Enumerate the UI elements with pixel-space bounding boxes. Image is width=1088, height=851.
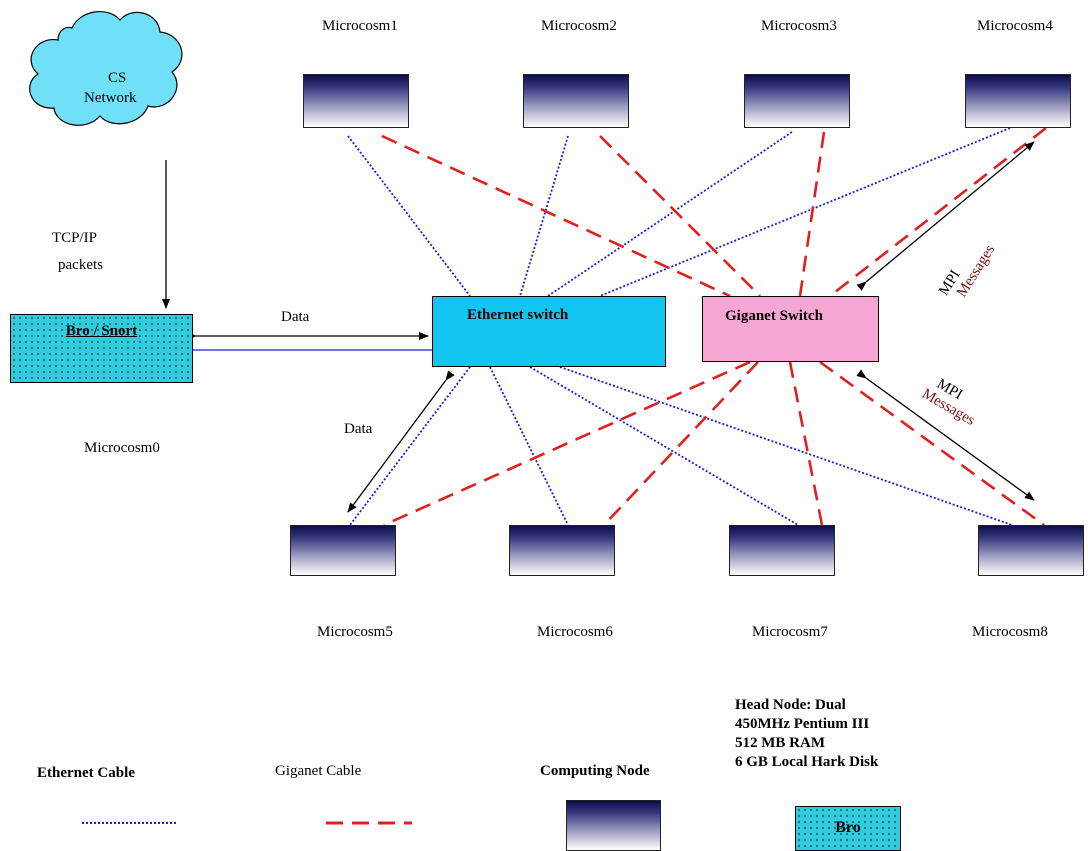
data-label-top: Data: [281, 309, 310, 325]
microcosm3-label: Microcosm3: [761, 18, 837, 34]
head-node-spec-line3: 512 MB RAM: [735, 735, 825, 751]
microcosm1-node: [303, 74, 409, 128]
head-node-spec-line1: Head Node: Dual: [735, 697, 846, 713]
data-label-bottom: Data: [344, 421, 373, 437]
head-node-spec-line2: 450MHz Pentium III: [735, 716, 870, 732]
bro-snort-box: Bro / Snort: [10, 314, 193, 383]
microcosm7-label: Microcosm7: [752, 624, 828, 640]
cloud-icon: [29, 11, 183, 126]
microcosm7-node: [729, 525, 835, 576]
mpi-arrow-microcosm8: [856, 369, 1035, 501]
data-arrow-ethernet-microcosm5: [347, 370, 455, 513]
giganet-switch: Giganet Switch: [702, 296, 879, 362]
legend-giganet-cable-label: Giganet Cable: [275, 763, 362, 779]
microcosm2-label: Microcosm2: [541, 18, 617, 34]
cloud-label-line1: CS: [108, 70, 127, 86]
microcosm6-node: [509, 525, 615, 576]
legend-computing-node-label: Computing Node: [540, 763, 650, 779]
microcosm4-label: Microcosm4: [977, 18, 1053, 34]
ethernet-switch: Ethernet switch: [432, 296, 666, 367]
microcosm5-label: Microcosm5: [317, 624, 393, 640]
tcp-label-line1: TCP/IP: [52, 230, 98, 246]
microcosm8-node: [978, 525, 1084, 576]
mpi-arrow-microcosm4: [856, 141, 1035, 291]
microcosm3-node: [744, 74, 850, 128]
legend-bro-box: Bro: [795, 806, 901, 851]
head-node-spec-line4: 6 GB Local Hark Disk: [735, 754, 879, 770]
microcosm4-node: [965, 74, 1071, 128]
microcosm2-node: [523, 74, 629, 128]
microcosm1-label: Microcosm1: [322, 18, 398, 34]
legend-computing-node-sample: [566, 800, 661, 851]
legend-ethernet-cable-label: Ethernet Cable: [37, 765, 135, 781]
giganet-switch-label: Giganet Switch: [725, 308, 823, 324]
microcosm5-node: [290, 525, 396, 576]
head-node-spec: Head Node: Dual 450MHz Pentium III 512 M…: [735, 696, 878, 772]
bro-snort-label: Bro / Snort: [65, 323, 138, 339]
legend-bro-label: Bro: [835, 819, 861, 836]
tcp-label-line2: packets: [58, 257, 103, 273]
ethernet-switch-label: Ethernet switch: [467, 307, 569, 323]
microcosm0-label: Microcosm0: [84, 440, 160, 456]
microcosm6-label: Microcosm6: [537, 624, 613, 640]
microcosm8-label: Microcosm8: [972, 624, 1048, 640]
cloud-label-line2: Network: [84, 90, 137, 106]
